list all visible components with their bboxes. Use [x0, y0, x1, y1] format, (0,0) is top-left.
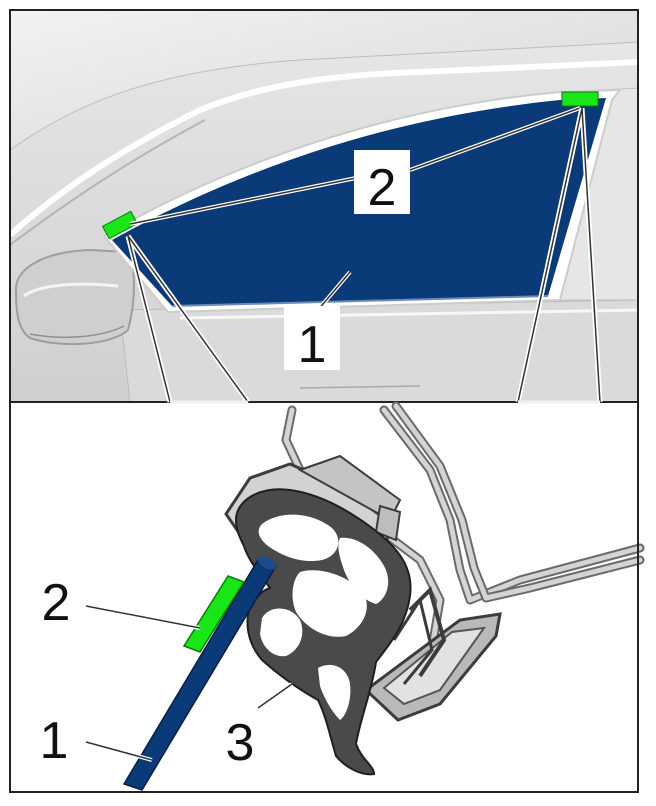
detail-zoom-lines	[125, 107, 603, 404]
svg-text:2: 2	[368, 159, 397, 217]
callout-detail-pad: 2	[42, 574, 71, 632]
seal-cross-section	[122, 401, 645, 791]
guide-pad-rear	[561, 91, 599, 107]
outer-frame	[9, 9, 639, 793]
mirror	[14, 248, 135, 346]
callout-top-glass: 1	[284, 306, 340, 374]
detail-pad	[182, 575, 246, 653]
callout-detail-seal: 3	[226, 714, 255, 772]
svg-text:1: 1	[298, 316, 327, 374]
guide-pad-front	[101, 210, 139, 240]
callout-top-pads: 2	[354, 150, 410, 217]
callout-detail-glass: 1	[40, 712, 69, 770]
